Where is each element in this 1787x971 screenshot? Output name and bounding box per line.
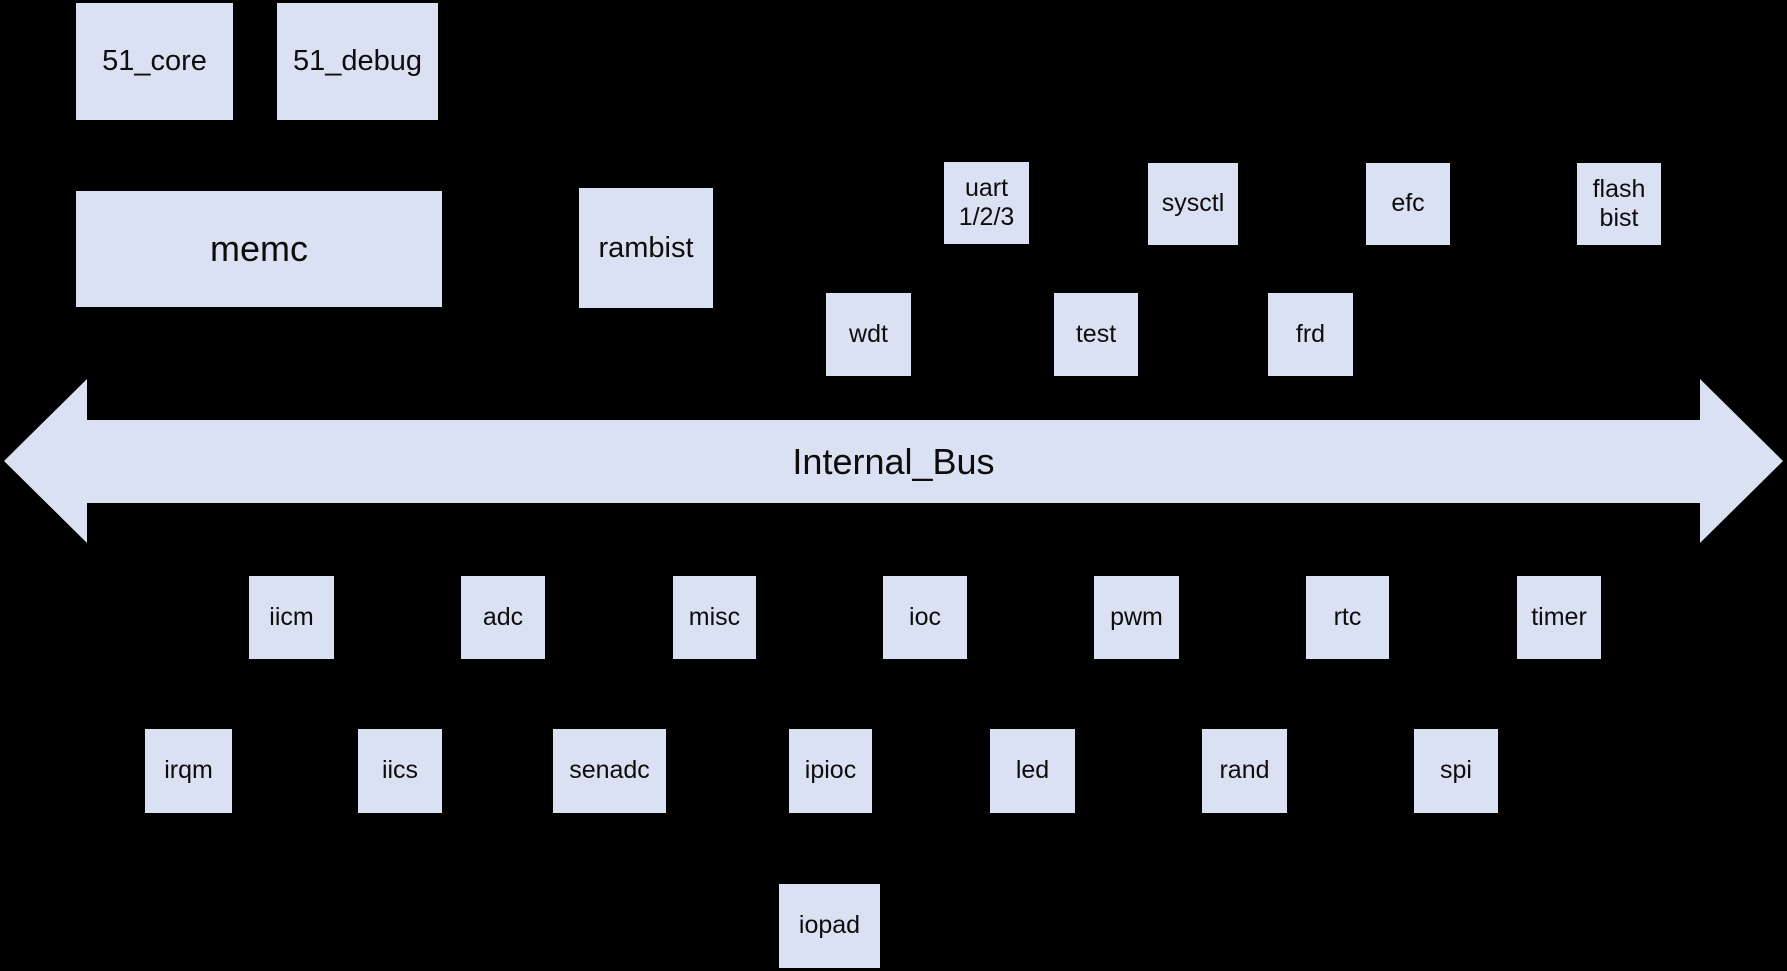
block-uart-1-2-3: uart 1/2/3: [944, 162, 1029, 244]
block-sysctl: sysctl: [1148, 163, 1238, 245]
block-51-debug: 51_debug: [277, 3, 438, 120]
block-iicm: iicm: [249, 576, 334, 659]
block-iics: iics: [358, 729, 442, 813]
block-test: test: [1054, 293, 1138, 376]
block-memc: memc: [76, 191, 442, 307]
block-led: led: [990, 729, 1075, 813]
internal-bus-label: Internal_Bus: [792, 440, 995, 482]
block-misc: misc: [673, 576, 756, 659]
block-timer: timer: [1517, 576, 1601, 659]
block-frd: frd: [1268, 293, 1353, 376]
block-51-core: 51_core: [76, 3, 233, 120]
block-adc: adc: [461, 576, 545, 659]
block-iopad: iopad: [779, 884, 880, 968]
block-pwm: pwm: [1094, 576, 1179, 659]
block-spi: spi: [1414, 729, 1498, 813]
block-flash-bist: flash bist: [1577, 163, 1661, 245]
block-senadc: senadc: [553, 729, 666, 813]
block-rand: rand: [1202, 729, 1287, 813]
block-rambist: rambist: [579, 188, 713, 308]
block-efc: efc: [1366, 163, 1450, 245]
block-ioc: ioc: [883, 576, 967, 659]
block-wdt: wdt: [826, 293, 911, 376]
block-ipioc: ipioc: [789, 729, 872, 813]
block-irqm: irqm: [145, 729, 232, 813]
block-rtc: rtc: [1306, 576, 1389, 659]
